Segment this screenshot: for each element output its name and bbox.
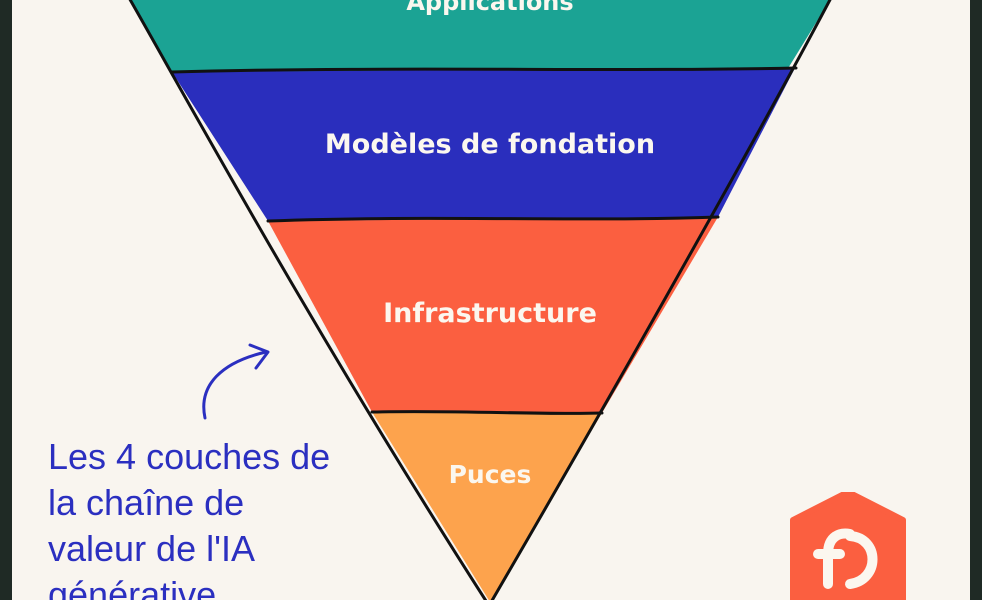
curved-arrow-icon (202, 343, 270, 420)
fd-logo-icon (790, 492, 906, 600)
layer-label-chips: Puces (449, 460, 532, 489)
layer-label-foundation-models: Modèles de fondation (325, 129, 655, 160)
canvas: Applications Modèles de fondation Infras… (12, 0, 970, 600)
diagram-caption: Les 4 couches de la chaîne de valeur de … (48, 436, 331, 600)
value-chain-funnel: Applications Modèles de fondation Infras… (128, 0, 832, 600)
layer-label-infrastructure: Infrastructure (383, 298, 597, 329)
layer-infrastructure (268, 217, 718, 413)
funnel-outline (128, 0, 832, 600)
layer-chips (372, 412, 602, 600)
layer-applications (130, 0, 830, 72)
layer-foundation-models (172, 68, 795, 221)
layer-label-applications: Applications (406, 0, 573, 16)
